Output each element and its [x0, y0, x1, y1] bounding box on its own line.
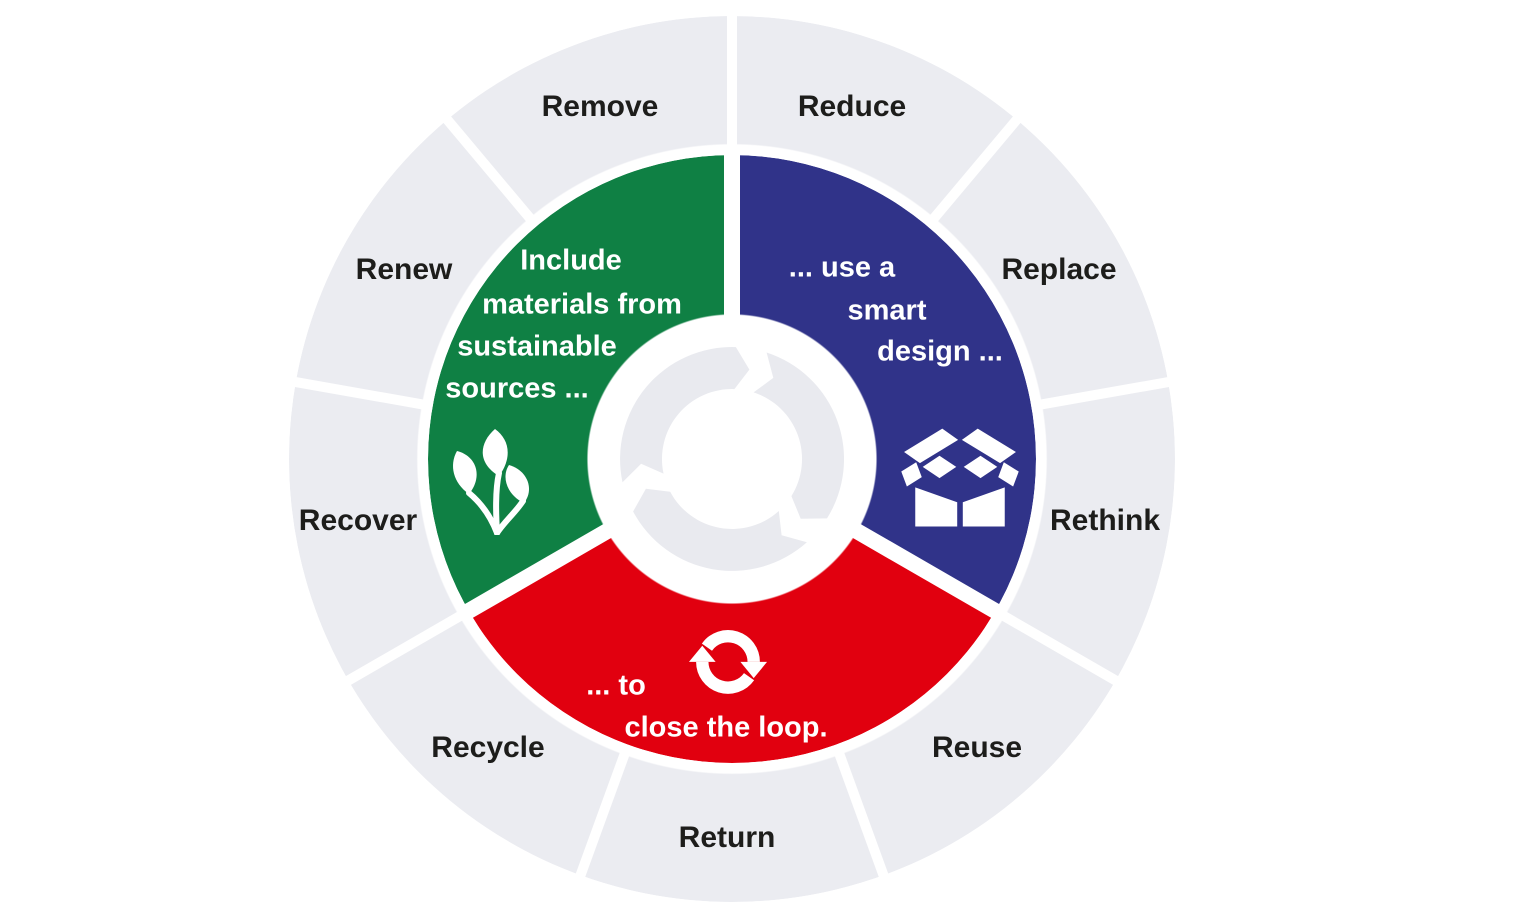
ring-label-replace: Replace — [1001, 253, 1117, 286]
cycle-ring-icon — [620, 347, 844, 571]
red-text-line: close the loop. — [624, 711, 828, 744]
green-text-line: materials from — [482, 288, 682, 321]
leaf-icon — [453, 429, 530, 535]
sync-arrows-icon — [688, 630, 768, 694]
ring-label-recover: Recover — [298, 504, 418, 537]
blue-text-line: design ... — [877, 335, 1003, 368]
ring-label-reuse: Reuse — [931, 731, 1023, 764]
ring-label-return: Return — [678, 821, 776, 854]
green-text-line: Include — [520, 244, 622, 277]
inner-divider — [724, 147, 740, 317]
ring-label-rethink: Rethink — [1049, 504, 1161, 537]
open-box-icon — [901, 428, 1019, 527]
ring-label-remove: Remove — [541, 90, 659, 123]
outer-divider — [727, 11, 737, 149]
blue-text-line: smart — [847, 294, 927, 327]
ring-label-recycle: Recycle — [431, 731, 545, 764]
ring-label-reduce: Reduce — [797, 90, 907, 123]
red-text-line: ... to — [586, 669, 646, 702]
ring-label-renew: Renew — [355, 253, 453, 286]
blue-text-line: ... use a — [788, 251, 896, 284]
green-text-line: sustainable — [457, 330, 617, 363]
green-text-line: sources ... — [445, 372, 589, 405]
